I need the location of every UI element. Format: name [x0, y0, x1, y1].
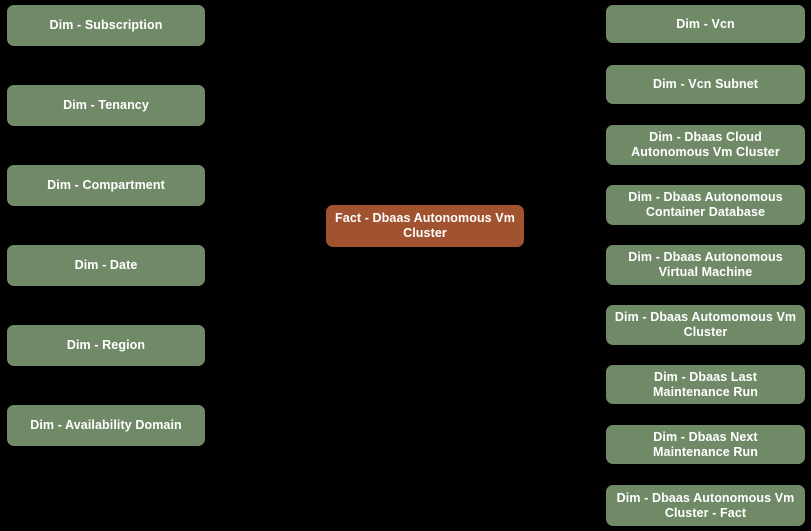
fact-node[interactable]: Fact - Dbaas Autonomous Vm Cluster	[326, 205, 524, 247]
node-label: Dim - Dbaas Next Maintenance Run	[653, 429, 758, 459]
dimension-node-right-8[interactable]: Dim - Dbaas Autonomous Vm Cluster - Fact	[606, 485, 805, 526]
dimension-node-left-2[interactable]: Dim - Compartment	[7, 165, 205, 206]
node-label: Dim - Date	[74, 258, 138, 272]
dimension-node-right-0[interactable]: Dim - Vcn	[606, 5, 805, 43]
dimension-node-left-1[interactable]: Dim - Tenancy	[7, 85, 205, 126]
dimension-node-left-5[interactable]: Dim - Availability Domain	[7, 405, 205, 446]
dimension-node-right-4[interactable]: Dim - Dbaas Autonomous Virtual Machine	[606, 245, 805, 285]
node-label: Dim - Region	[66, 338, 146, 352]
node-label: Dim - Dbaas Autonomous Virtual Machine	[628, 250, 783, 279]
dimension-node-right-1[interactable]: Dim - Vcn Subnet	[606, 65, 805, 104]
node-label: Dim - Dbaas Autonomous Vm Cluster - Fact	[616, 490, 795, 520]
dimension-node-left-4[interactable]: Dim - Region	[7, 325, 205, 366]
node-label: Dim - Dbaas Autonomous Container Databas…	[628, 190, 783, 219]
dimension-node-right-7[interactable]: Dim - Dbaas Next Maintenance Run	[606, 425, 805, 464]
dimension-node-right-2[interactable]: Dim - Dbaas Cloud Autonomous Vm Cluster	[606, 125, 805, 165]
dimension-node-right-3[interactable]: Dim - Dbaas Autonomous Container Databas…	[606, 185, 805, 225]
node-label: Dim - Dbaas Last Maintenance Run	[653, 369, 758, 399]
dimension-node-left-0[interactable]: Dim - Subscription	[7, 5, 205, 46]
node-label: Fact - Dbaas Autonomous Vm Cluster	[335, 211, 515, 240]
node-label: Dim - Subscription	[49, 18, 163, 32]
node-label: Dim - Compartment	[47, 178, 165, 192]
node-label: Dim - Tenancy	[63, 98, 149, 112]
dimension-node-right-5[interactable]: Dim - Dbaas Automomous Vm Cluster	[606, 305, 805, 345]
node-label: Dim - Vcn	[676, 16, 735, 31]
node-label: Dim - Vcn Subnet	[652, 77, 759, 91]
node-label: Dim - Dbaas Automomous Vm Cluster	[614, 310, 797, 339]
dimension-node-right-6[interactable]: Dim - Dbaas Last Maintenance Run	[606, 365, 805, 404]
node-label: Dim - Dbaas Cloud Autonomous Vm Cluster	[631, 130, 780, 159]
dimension-node-left-3[interactable]: Dim - Date	[7, 245, 205, 286]
node-label: Dim - Availability Domain	[30, 418, 182, 432]
